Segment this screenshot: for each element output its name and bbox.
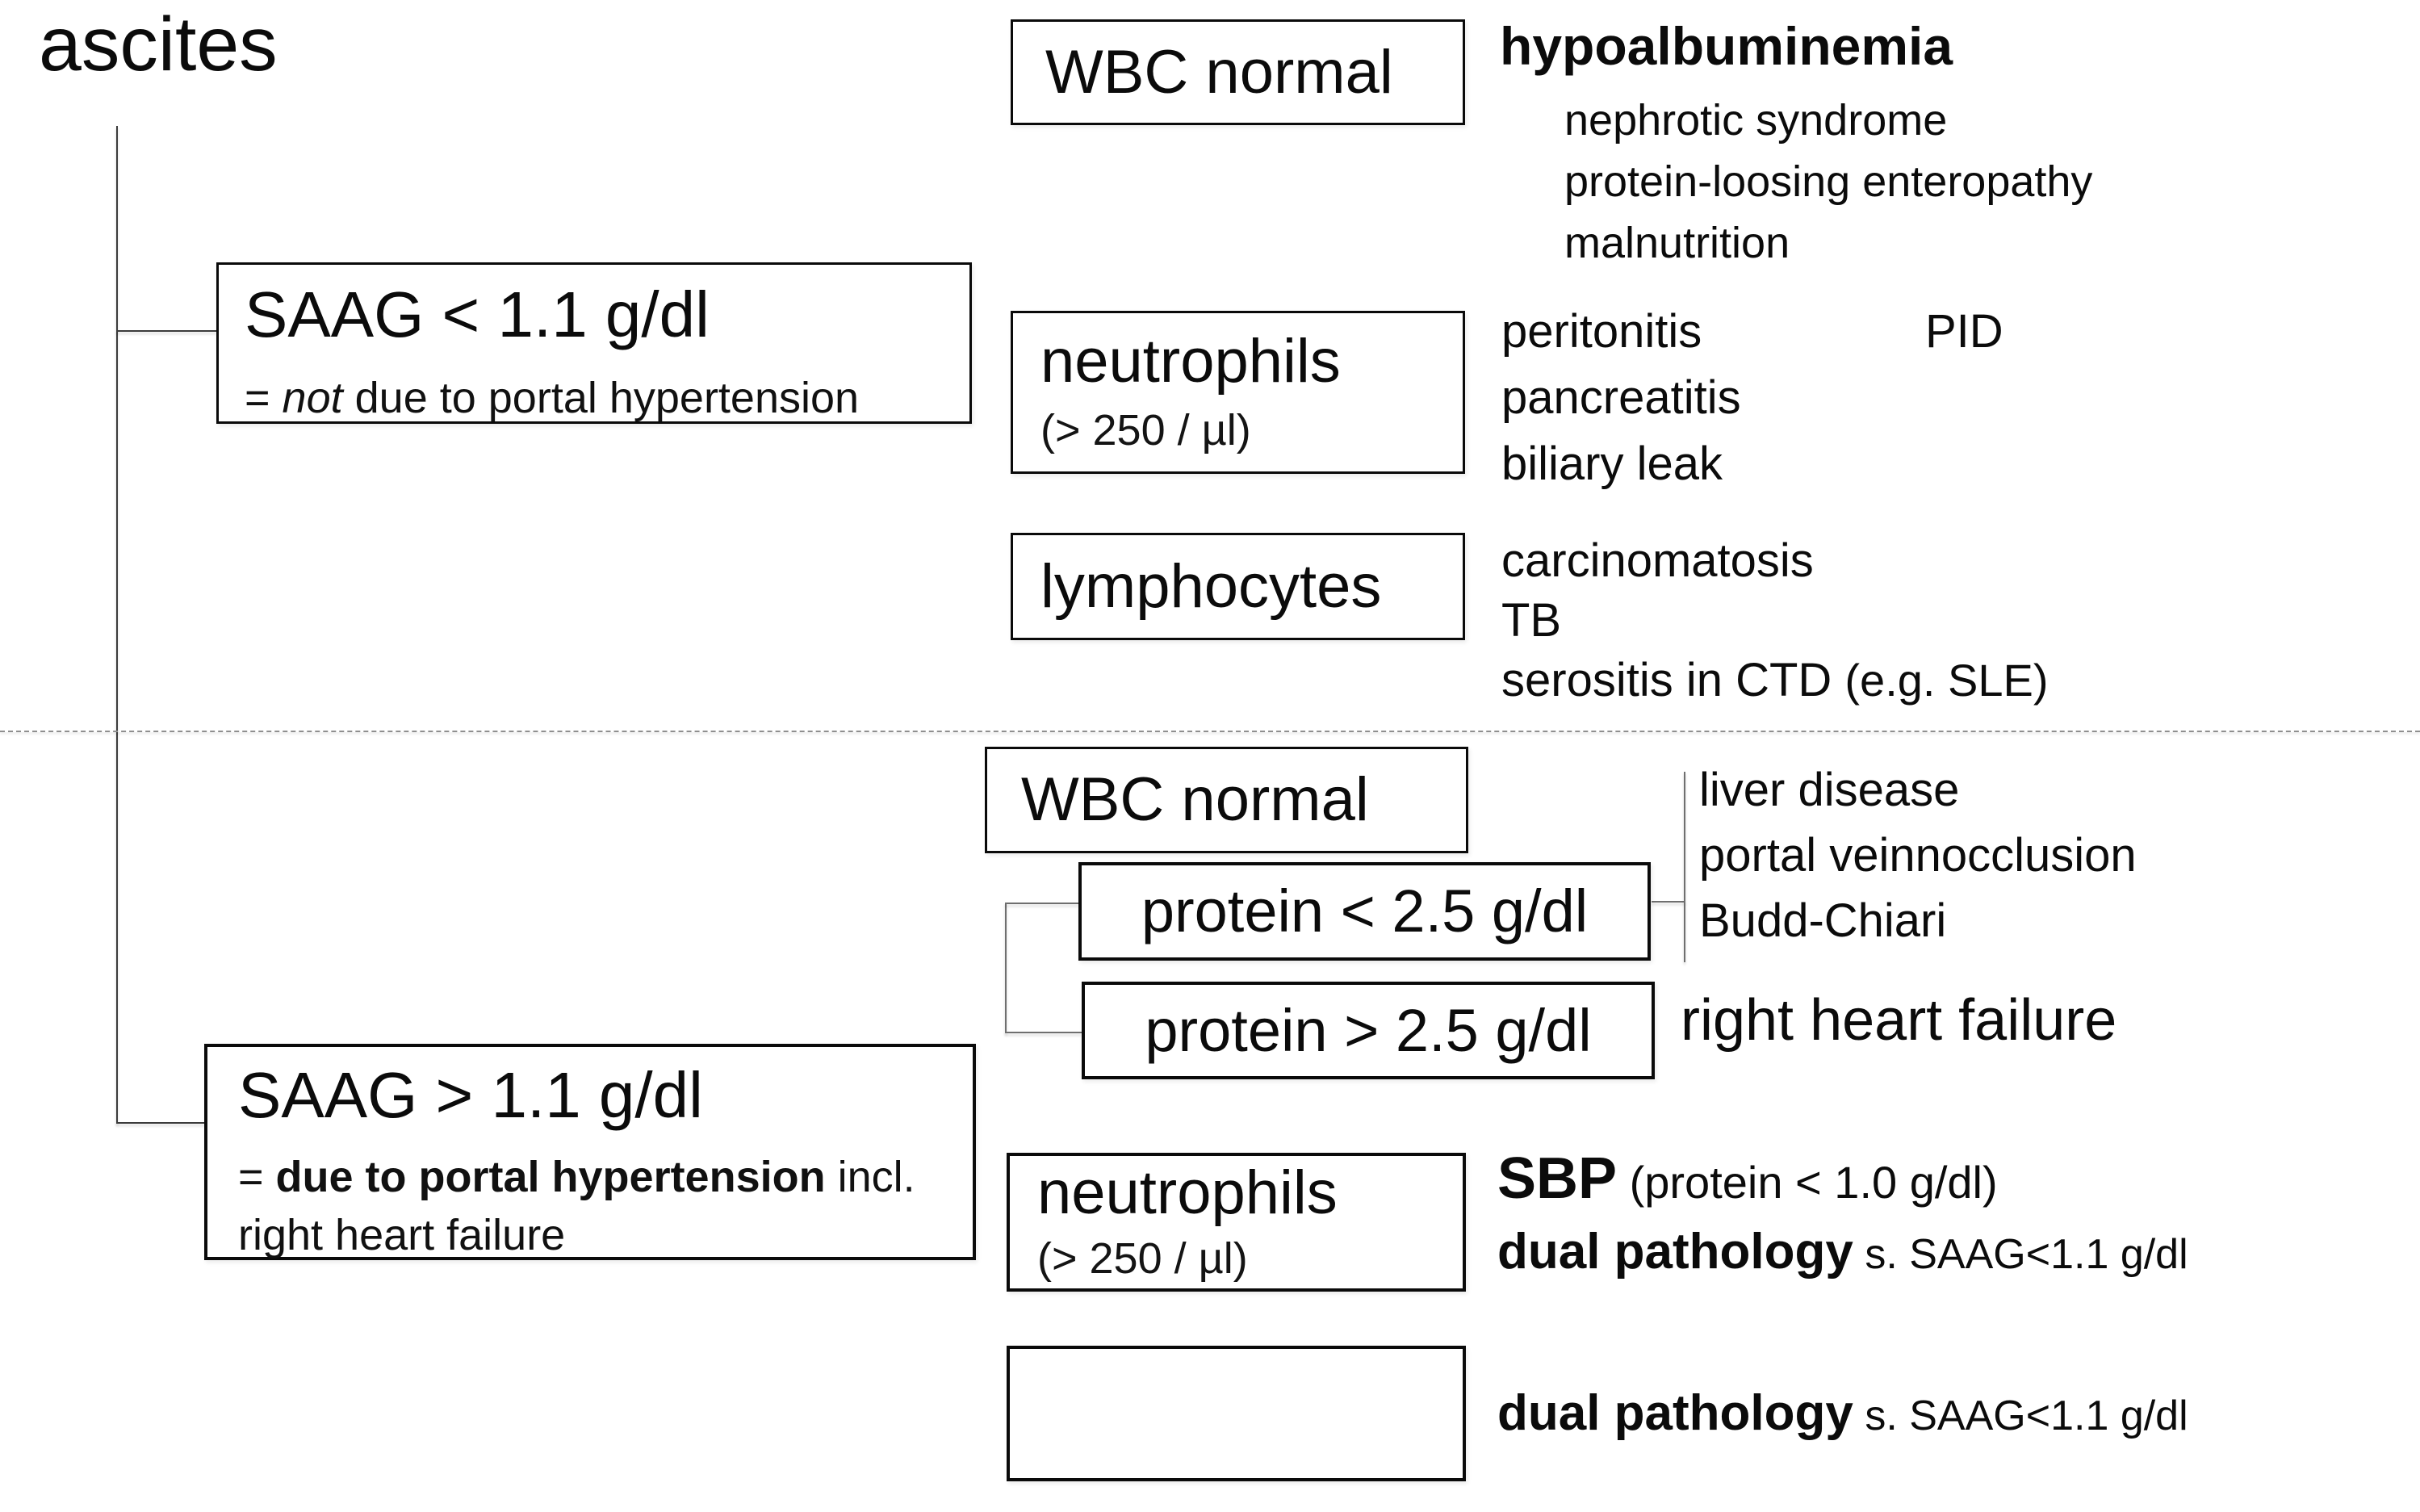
dual-pathology2-suffix: s. SAAG<1.1 g/dl xyxy=(1853,1393,2188,1439)
sbp-paren: (protein < 1.0 g/dl) xyxy=(1617,1157,1998,1208)
saag-low-title: SAAG < 1.1 g/dl xyxy=(245,279,710,350)
cause-dual-pathology-lymphocytes: dual pathology s. SAAG<1.1 g/dl xyxy=(1497,1388,2188,1439)
cause-portal-vein-occlusion: portal veinnocclusion xyxy=(1699,829,2137,882)
section-divider xyxy=(0,731,2420,732)
node-wbc-normal-lower: WBC normal xyxy=(985,747,1468,853)
trunk-line xyxy=(116,126,118,1124)
node-saag-low: SAAG < 1.1 g/dl = not due to portal hype… xyxy=(216,262,972,424)
cause-serositis-ctd: serositis in CTD (e.g. SLE) xyxy=(1501,657,2049,704)
elbow-to-saag-low xyxy=(116,330,216,332)
node-saag-high: SAAG > 1.1 g/dl = due to portal hyperten… xyxy=(204,1044,976,1260)
dual-pathology-label: dual pathology xyxy=(1497,1224,1853,1280)
protein-low-label: protein < 2.5 g/dl xyxy=(1141,877,1589,945)
node-lymphocytes-lower xyxy=(1007,1346,1466,1481)
node-wbc-normal-upper: WBC normal xyxy=(1011,19,1465,125)
node-lymphocytes-upper: lymphocytes xyxy=(1011,533,1465,640)
cause-pancreatitis: pancreatitis xyxy=(1501,371,1741,424)
saag-high-bold: due to portal hypertension xyxy=(275,1153,826,1201)
saag-low-not: not xyxy=(282,374,343,422)
cause-nephrotic-syndrome: nephrotic syndrome xyxy=(1564,96,1948,144)
protein-bracket-bottom xyxy=(1005,1032,1082,1033)
cause-carcinomatosis: carcinomatosis xyxy=(1501,534,1814,587)
protein-high-label: protein > 2.5 g/dl xyxy=(1145,996,1592,1064)
neutrophils-upper-threshold: (> 250 / µl) xyxy=(1040,405,1251,454)
sbp-label: SBP xyxy=(1497,1146,1618,1211)
neutrophils-upper-label: neutrophils xyxy=(1040,327,1341,396)
saag-high-rest: incl. xyxy=(825,1153,915,1201)
serositis-main: serositis in CTD xyxy=(1501,654,1845,706)
neutrophils-lower-label: neutrophils xyxy=(1037,1158,1338,1228)
page-title: ascites xyxy=(39,2,278,87)
node-neutrophils-lower: neutrophils (> 250 / µl) xyxy=(1007,1153,1466,1292)
cause-pid: PID xyxy=(1925,305,2003,358)
cause-malnutrition: malnutrition xyxy=(1564,219,1790,267)
cause-biliary-leak: biliary leak xyxy=(1501,438,1723,490)
cause-protein-loosing-enteropathy: protein-loosing enteropathy xyxy=(1564,157,2093,206)
cause-liver-disease: liver disease xyxy=(1699,764,1960,816)
cause-budd-chiari: Budd-Chiari xyxy=(1699,894,1947,947)
saag-high-subtitle: = due to portal hypertension incl. xyxy=(238,1152,973,1202)
cause-sbp: SBP (protein < 1.0 g/dl) xyxy=(1497,1150,1998,1208)
wbc-normal-lower-label: WBC normal xyxy=(1021,765,1369,835)
saag-low-rest: due to portal hypertension xyxy=(342,374,860,422)
saag-high-title: SAAG > 1.1 g/dl xyxy=(238,1059,703,1131)
cause-peritonitis: peritonitis xyxy=(1501,305,1702,358)
lymphocytes-upper-label: lymphocytes xyxy=(1040,551,1382,621)
elbow-to-saag-high xyxy=(116,1122,204,1124)
protein-low-connector xyxy=(1652,901,1685,903)
node-neutrophils-upper: neutrophils (> 250 / µl) xyxy=(1011,311,1465,474)
node-protein-high: protein > 2.5 g/dl xyxy=(1082,982,1655,1079)
serositis-paren: (e.g. SLE) xyxy=(1844,655,2049,706)
cause-tb: TB xyxy=(1501,594,1562,647)
protein-bracket-top xyxy=(1005,903,1078,904)
protein-bracket-vertical xyxy=(1005,903,1007,1033)
saag-high-eq: = xyxy=(238,1153,276,1201)
node-protein-low: protein < 2.5 g/dl xyxy=(1078,862,1651,961)
saag-low-subtitle: = not due to portal hypertension xyxy=(245,373,969,423)
cause-right-heart-failure: right heart failure xyxy=(1681,988,2117,1053)
dual-pathology2-label: dual pathology xyxy=(1497,1385,1853,1441)
saag-low-eq: = xyxy=(245,374,283,422)
cause-hypoalbuminemia: hypoalbuminemia xyxy=(1500,16,1953,76)
neutrophils-lower-threshold: (> 250 / µl) xyxy=(1037,1233,1248,1283)
wbc-normal-upper-label: WBC normal xyxy=(1045,37,1393,107)
protein-low-causes-bar xyxy=(1684,772,1685,962)
cause-dual-pathology-neutrophils: dual pathology s. SAAG<1.1 g/dl xyxy=(1497,1227,2188,1277)
dual-pathology-suffix: s. SAAG<1.1 g/dl xyxy=(1853,1231,2188,1278)
saag-high-subtitle-line2: right heart failure xyxy=(238,1211,566,1259)
